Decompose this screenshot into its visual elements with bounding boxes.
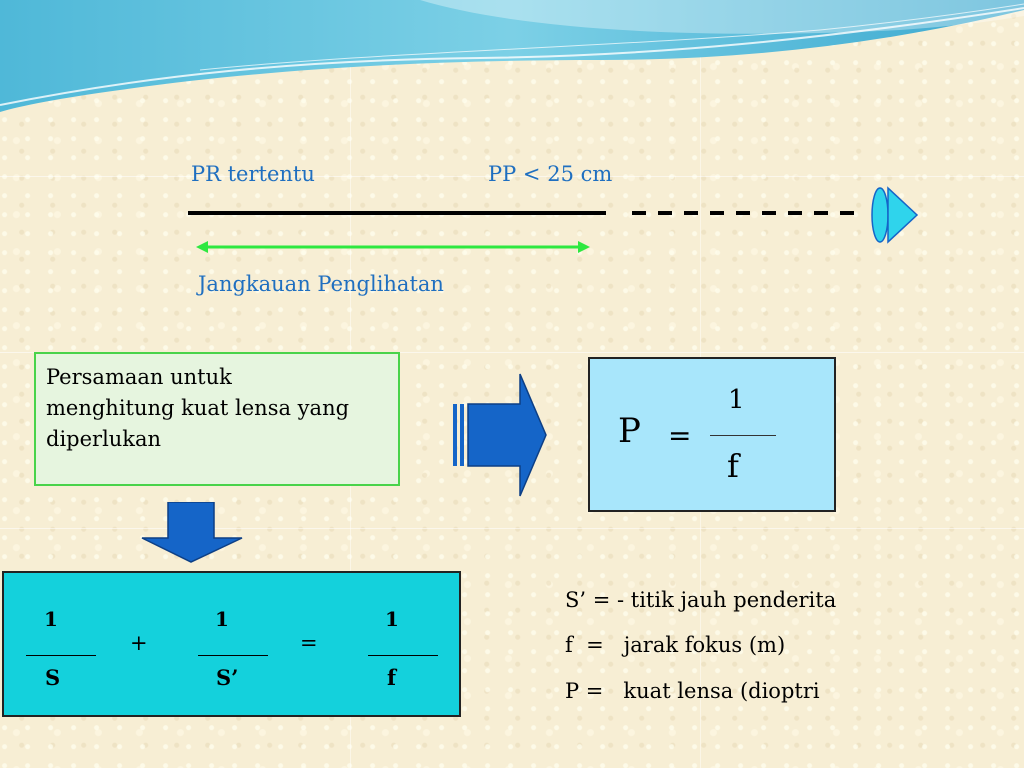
- pr-label: PR tertentu: [191, 162, 315, 186]
- description-line: diperlukan: [46, 427, 162, 451]
- description-line: menghitung kuat lensa yang: [46, 396, 350, 420]
- background-grid-line: [0, 528, 1024, 529]
- vision-range-diagram: [188, 186, 919, 253]
- right-arrow-icon: [453, 373, 547, 497]
- term3-numerator: 1: [385, 607, 399, 631]
- fraction-bar: [368, 655, 438, 656]
- term2-numerator: 1: [215, 607, 229, 631]
- term1-denominator: S: [45, 665, 61, 690]
- fraction-bar: [710, 435, 776, 436]
- top-wave-decoration: [0, 0, 1024, 112]
- fraction-bar: [198, 655, 268, 656]
- fraction-bar: [26, 655, 96, 656]
- range-label: Jangkauan Penglihatan: [198, 272, 444, 296]
- lens-formula-box: 1 S + 1 S’ = 1 f: [2, 571, 461, 717]
- definition-s-prime: S’ = - titik jauh penderita: [565, 588, 837, 612]
- equation-description-box: Persamaan untuk menghitung kuat lensa ya…: [34, 352, 400, 486]
- term2-denominator: S’: [216, 665, 239, 690]
- description-line: Persamaan untuk: [46, 365, 232, 389]
- background-grid-line: [0, 352, 1024, 353]
- power-denominator: f: [727, 447, 739, 485]
- eye-lens-icon: [871, 187, 889, 243]
- power-numerator: 1: [728, 385, 745, 415]
- eye-icon: [887, 186, 919, 244]
- down-arrow-icon: [141, 502, 243, 563]
- term3-denominator: f: [387, 665, 397, 690]
- equals-sign: =: [300, 631, 318, 655]
- definition-f: f = jarak fokus (m): [565, 633, 786, 657]
- pp-label: PP < 25 cm: [488, 162, 613, 186]
- term1-numerator: 1: [44, 607, 58, 631]
- power-symbol: P: [618, 411, 641, 451]
- equals-sign: =: [668, 419, 692, 452]
- power-formula-box: P = 1 f: [588, 357, 836, 512]
- definition-p: P = kuat lensa (dioptri: [565, 679, 820, 703]
- background-grid-line: [0, 176, 1024, 177]
- plus-sign: +: [130, 631, 148, 655]
